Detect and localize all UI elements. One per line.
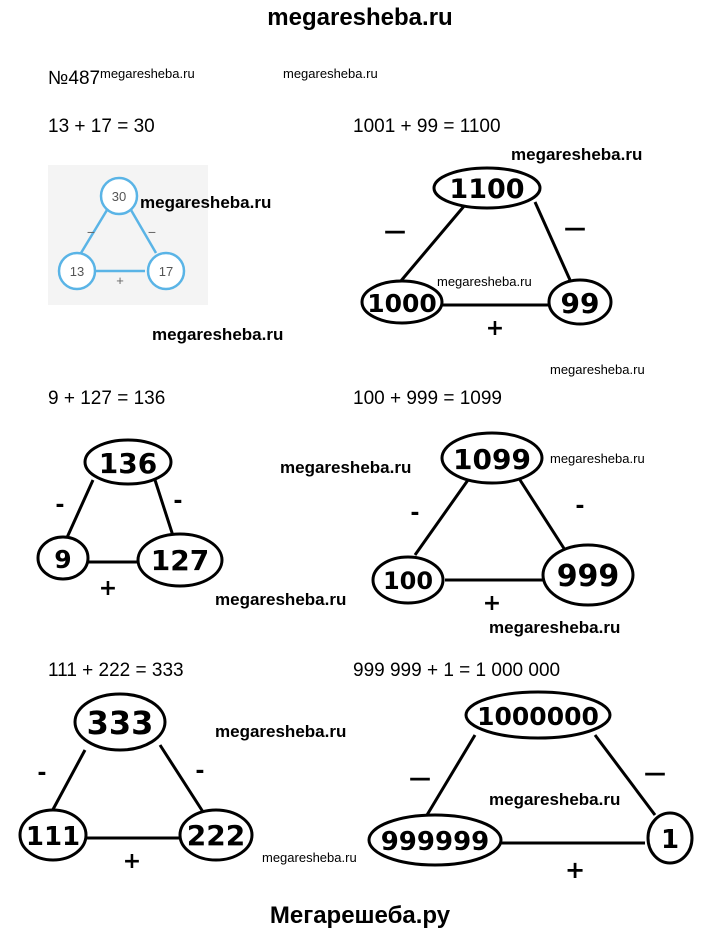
node-top-label: 136 <box>99 447 157 480</box>
plus-sign: + <box>123 849 141 874</box>
watermark: megaresheba.ru <box>283 66 378 81</box>
minus-right: — <box>564 216 586 241</box>
watermark: megaresheba.ru <box>152 325 284 344</box>
plus-sign: + <box>486 316 504 341</box>
site-header: megaresheba.ru <box>267 4 453 31</box>
node-left-label: 999999 <box>381 827 490 857</box>
triangle-diagram-5: 333 111 222 - - + <box>18 692 254 874</box>
node-top-label: 333 <box>87 704 154 742</box>
minus-right: - <box>195 759 204 784</box>
minus-left: - <box>37 761 46 786</box>
node-top-label: 1099 <box>453 443 531 476</box>
minus-right: - <box>173 489 182 514</box>
watermark: megaresheba.ru <box>489 790 621 809</box>
node-top <box>99 176 139 216</box>
node-right-label: 17 <box>159 264 173 279</box>
node-right-label: 999 <box>557 559 620 594</box>
equation-3: 9 + 127 = 136 <box>48 388 166 409</box>
watermark: megaresheba.ru <box>215 722 347 741</box>
edge-left <box>79 209 109 254</box>
minus-left: — <box>384 219 406 244</box>
watermark: megaresheba.ru <box>100 66 195 81</box>
plus-sign: + <box>565 856 585 884</box>
node-right-label: 222 <box>187 819 245 852</box>
equation-2: 1001 + 99 = 1100 <box>353 116 501 137</box>
watermark: megaresheba.ru <box>550 362 645 377</box>
triangle-diagram-4: 1099 100 999 - - + <box>371 431 635 616</box>
node-left-label: 9 <box>54 545 71 574</box>
watermark: megaresheba.ru <box>489 618 621 637</box>
plus-sign: + <box>483 591 501 616</box>
node-left-label: 13 <box>70 264 84 279</box>
node-top-label: 1100 <box>449 174 524 205</box>
node-left <box>57 251 97 291</box>
minus-right: — <box>644 761 666 786</box>
minus-right: − <box>148 224 156 240</box>
node-right-label: 99 <box>561 287 600 320</box>
triangle-diagram-2: 1100 1000 99 — — + <box>360 166 613 341</box>
minus-left: — <box>409 766 431 791</box>
minus-left: − <box>87 224 95 240</box>
watermark: megaresheba.ru <box>262 850 357 865</box>
watermark: megaresheba.ru <box>280 458 412 477</box>
minus-left: - <box>410 501 419 526</box>
site-footer: Мегарешеба.ру <box>269 902 451 929</box>
watermark: megaresheba.ru <box>511 145 643 164</box>
node-top-label: 30 <box>112 189 126 204</box>
plus-sign: + <box>116 273 124 288</box>
plus-sign: + <box>99 576 117 601</box>
triangle-diagram-6: 1000000 999999 1 — — + <box>367 690 694 884</box>
minus-left: - <box>55 493 64 518</box>
equation-1: 13 + 17 = 30 <box>48 116 155 137</box>
node-top-label: 1000000 <box>477 702 599 731</box>
watermark: megaresheba.ru <box>140 193 272 212</box>
node-left-label: 1000 <box>367 289 437 318</box>
node-left-label: 100 <box>383 567 433 595</box>
equation-4: 100 + 999 = 1099 <box>353 388 502 409</box>
watermark: megaresheba.ru <box>550 451 645 466</box>
equation-6: 999 999 + 1 = 1 000 000 <box>353 660 561 681</box>
task-number: №487 <box>48 68 101 89</box>
triangle-diagram-3: 136 9 127 - - + <box>36 438 224 601</box>
minus-right: - <box>575 494 584 519</box>
watermark: megaresheba.ru <box>437 274 532 289</box>
equation-5: 111 + 222 = 333 <box>48 660 184 681</box>
node-right-label: 127 <box>151 544 209 577</box>
reference-triangle-diagram: 30 13 17 − − + <box>57 176 186 291</box>
node-left-label: 111 <box>26 822 80 852</box>
node-right-label: 1 <box>661 825 679 855</box>
node-right <box>146 251 186 291</box>
watermark: megaresheba.ru <box>215 590 347 609</box>
edge-right <box>129 209 158 254</box>
